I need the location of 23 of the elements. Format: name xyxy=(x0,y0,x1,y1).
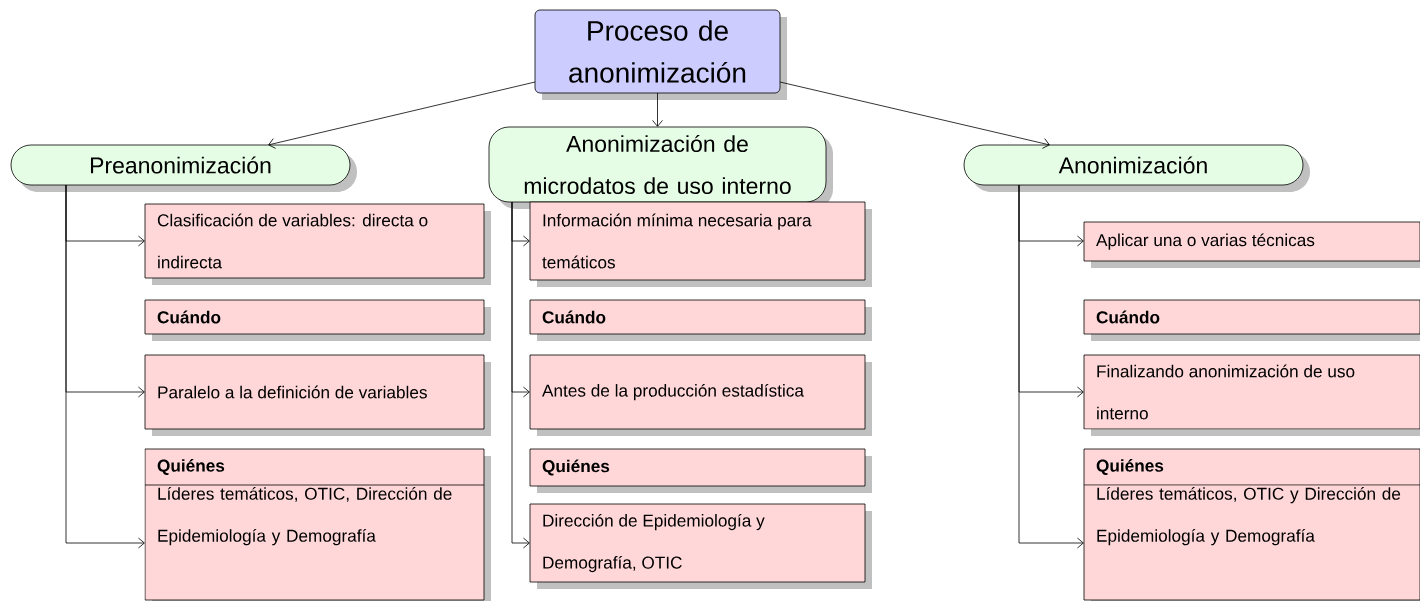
info-box: Paralelo a la definición de variables xyxy=(144,354,491,436)
info-box: Quiénes xyxy=(529,448,872,493)
info-box: Aplicar una o varias técnicas xyxy=(1083,221,1420,268)
info-box: Información mínima necesaria para temáticos xyxy=(529,201,872,287)
arrow xyxy=(511,201,530,549)
info-box: Finalizando anonimización de uso interno xyxy=(1083,354,1420,436)
phase-box: Preanonimización xyxy=(10,144,357,192)
info-box: Antes de la producción estadística xyxy=(529,354,872,436)
info-box: Quiénes Líderes temáticos, OTIC, Dirección de Epidemiología y Demografía xyxy=(144,448,491,601)
arrow xyxy=(1018,184,1084,549)
info-box: Cuándo xyxy=(1083,299,1420,341)
info-box: Quiénes Líderes temáticos, OTIC y Dirección de Epidemiología y Demografía xyxy=(1083,448,1420,601)
arrow xyxy=(65,184,145,549)
arrow xyxy=(779,81,1050,149)
arrow xyxy=(652,92,663,127)
info-box: Cuándo xyxy=(529,299,872,341)
phase-box: Anonimización xyxy=(963,144,1310,192)
arrow xyxy=(268,81,536,149)
info-box: Clasificación de variables: directa o indirecta xyxy=(144,203,491,285)
info-box: Dirección de Epidemiología y Demografía, OTIC xyxy=(529,503,872,589)
process-box: Proceso de anonimización xyxy=(534,9,787,100)
phase-box: Anonimización de microdatos de uso interno xyxy=(488,126,833,209)
info-box: Cuándo xyxy=(144,299,491,341)
